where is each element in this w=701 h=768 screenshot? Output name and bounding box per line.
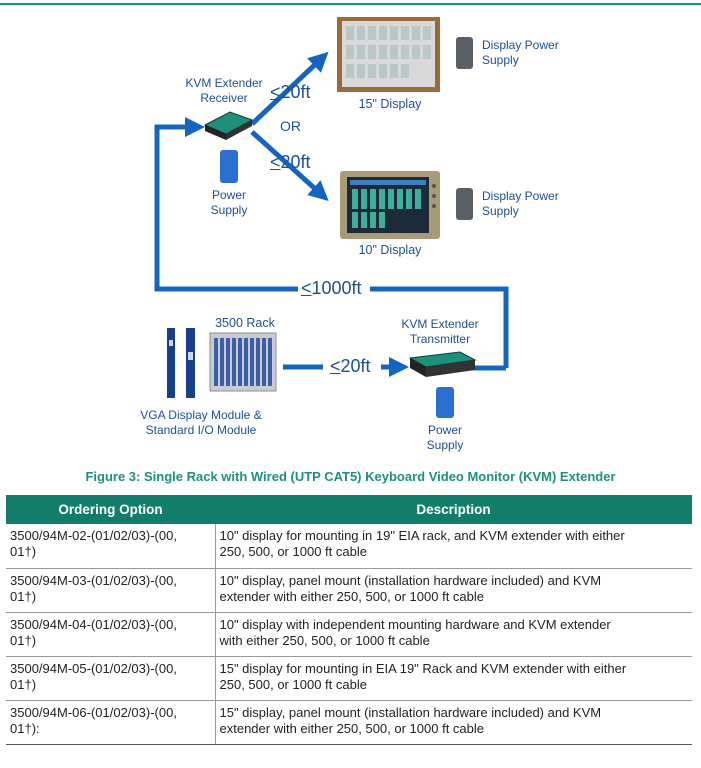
ordering-table: Ordering Option Description 3500/94M-02-… (6, 495, 692, 745)
description-cell: 10" display for mounting in 19" EIA rack… (215, 524, 692, 569)
cable-long-path (370, 286, 509, 368)
distance-mid: <20ft (270, 152, 311, 172)
distance-long: <1000ft (298, 278, 365, 299)
table-row: 3500/94M-03-(01/02/03)-(00,01†) 10" disp… (6, 568, 692, 613)
rack-label: 3500 Rack (215, 316, 275, 330)
ordering-option-cell: 3500/94M-04-(01/02/03)-(00,01†) (6, 612, 216, 657)
arrow-to-15in (250, 51, 329, 126)
ordering-option-cell: 3500/94M-03-(01/02/03)-(00,01†) (6, 568, 216, 613)
vga-module-label: VGA Display Module & Standard I/O Module (140, 408, 262, 437)
display-power-top-label: Display Power Supply (482, 38, 559, 67)
top-rule (0, 3, 701, 5)
or-label: OR (280, 118, 301, 134)
table-row: 3500/94M-04-(01/02/03)-(00,01†) 10" disp… (6, 612, 692, 657)
power-supply-left (220, 150, 238, 183)
cable-long-path-left (154, 117, 300, 292)
rack-3500 (209, 332, 277, 392)
kvm-receiver-label: KVM Extender Receiver (185, 76, 263, 105)
display-power-supply-mid (456, 188, 473, 220)
ordering-option-cell: 3500/94M-02-(01/02/03)-(00,01†) (6, 524, 216, 569)
description-cell: 15" display, panel mount (installation h… (215, 700, 692, 745)
distance-top: <20ft (270, 82, 311, 102)
power-supply-right (436, 387, 454, 418)
description-cell: 10" display, panel mount (installation h… (215, 568, 692, 613)
description-cell: 10" display with independent mounting ha… (215, 612, 692, 657)
table-header-row: Ordering Option Description (6, 495, 692, 524)
display-10in (340, 171, 440, 239)
header-description: Description (215, 495, 692, 524)
display-power-supply-top (456, 37, 473, 69)
display-10in-label: 10" Display (358, 243, 422, 257)
table-row: 3500/94M-02-(01/02/03)-(00,01†) 10" disp… (6, 524, 692, 569)
vga-module (167, 328, 195, 398)
figure-caption: Figure 3: Single Rack with Wired (UTP CA… (85, 469, 616, 484)
table-row: 3500/94M-06-(01/02/03)-(00,01†): 15" dis… (6, 700, 692, 745)
description-cell: 15" display for mounting in EIA 19" Rack… (215, 656, 692, 701)
table-row: 3500/94M-05-(01/02/03)-(00,01†) 15" disp… (6, 656, 692, 701)
ordering-option-cell: 3500/94M-06-(01/02/03)-(00,01†): (6, 700, 216, 745)
transmitter-label: KVM Extender Transmitter (401, 317, 479, 346)
ordering-option-cell: 3500/94M-05-(01/02/03)-(00,01†) (6, 656, 216, 701)
header-ordering-option: Ordering Option (6, 495, 215, 524)
power-supply-right-label: Power Supply (426, 423, 464, 452)
display-15in (337, 17, 440, 92)
kvm-transmitter-device (408, 351, 477, 377)
power-supply-left-label: Power Supply (210, 188, 248, 217)
distance-bottom: <20ft (330, 356, 371, 376)
display-power-mid-label: Display Power Supply (482, 189, 559, 218)
arrow-to-10in (250, 130, 329, 202)
display-15in-label: 15" Display (358, 97, 422, 111)
kvm-diagram (154, 17, 509, 418)
kvm-receiver-device (203, 111, 254, 140)
